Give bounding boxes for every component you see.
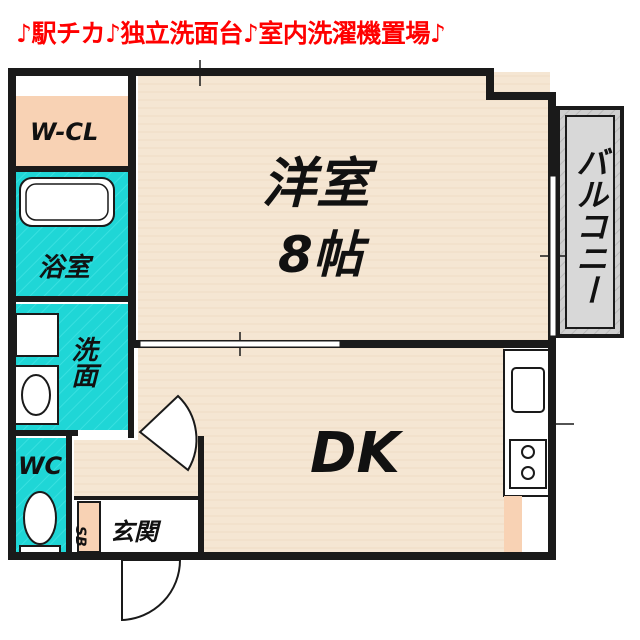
toilet-bowl xyxy=(23,491,57,545)
western-room-floor xyxy=(138,72,550,344)
banner-text: ♪駅チカ♪独立洗面台♪室内洗濯機置場♪ xyxy=(16,19,446,48)
washing-machine-space xyxy=(15,313,59,357)
partition-sliding xyxy=(139,340,341,348)
stove xyxy=(509,439,547,489)
stove-burner xyxy=(521,445,535,459)
sliding-door xyxy=(549,175,557,337)
label-bathroom: 浴室 xyxy=(38,253,94,283)
label-walk-in-closet: W-CL xyxy=(30,118,98,146)
label-dining-kitchen: DK xyxy=(310,421,403,486)
label-western-room-size: 8帖 xyxy=(278,226,370,284)
label-western-room: 洋室 xyxy=(262,152,378,215)
banner: ♪駅チカ♪独立洗面台♪室内洗濯機置場♪ xyxy=(8,6,628,48)
kitchen-sink xyxy=(511,367,545,413)
bathtub-inner xyxy=(25,183,109,221)
label-balcony: バルコニー xyxy=(571,146,609,306)
label-entrance: 玄関 xyxy=(110,518,162,546)
label-washroom: 洗面 xyxy=(66,336,97,388)
closet-floor xyxy=(12,96,130,166)
stove-burner xyxy=(521,466,535,480)
fridge-space xyxy=(504,496,522,554)
label-toilet: WC xyxy=(18,452,62,480)
label-shoe-box: SB xyxy=(72,526,88,547)
vanity-basin xyxy=(21,374,51,416)
hall-door-swing xyxy=(138,394,198,472)
balcony-inner xyxy=(565,115,615,329)
entrance-door-swing xyxy=(121,559,182,622)
